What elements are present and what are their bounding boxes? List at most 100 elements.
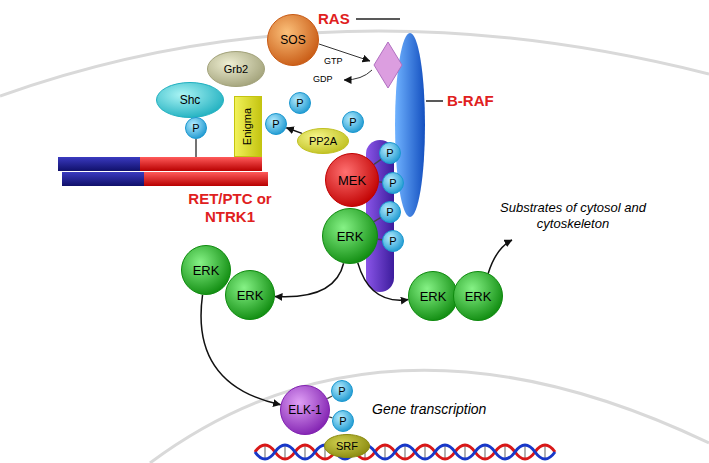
node-label: Enigma: [243, 108, 254, 145]
receptor-bar: [58, 157, 142, 171]
node-label: P: [338, 386, 345, 397]
node-fill: [383, 173, 404, 194]
node-label: ERK: [465, 290, 492, 303]
dna-strand: [255, 445, 555, 459]
node-fill: [186, 118, 207, 139]
gdp-arrow: [344, 70, 372, 80]
bond-line: [379, 181, 382, 183]
node-label: ERK: [193, 264, 220, 277]
protein-name: B-RAF: [447, 92, 494, 110]
node-label: Shc: [180, 94, 201, 106]
phosphate-circle: P: [332, 410, 354, 432]
mek-kinase: MEK: [325, 153, 379, 207]
bond-line: [378, 239, 382, 241]
ras-diamond: [374, 42, 402, 88]
node-label: P: [389, 236, 396, 247]
node-fill: [343, 112, 364, 133]
node-label: SRF: [336, 441, 358, 452]
phosphate-circle: P: [382, 172, 404, 194]
erk-kinase: ERK: [408, 271, 458, 321]
node-fill: [290, 93, 311, 114]
note-label: Gene transcription: [372, 401, 486, 418]
node-label: P: [192, 123, 199, 134]
receptor-bar: [144, 172, 268, 186]
node-fill: [326, 154, 379, 207]
node-fill: [298, 129, 349, 154]
cell-membrane: [0, 31, 709, 96]
bond-line: [374, 218, 381, 222]
node-fill: [325, 435, 370, 458]
node-label: P: [349, 117, 356, 128]
note-label: Substrates of cytosol and cytoskeleton: [496, 200, 650, 231]
node-label: ELK-1: [288, 404, 321, 416]
node-label: P: [389, 178, 396, 189]
phosphate-circle: P: [289, 92, 311, 114]
node-fill: [409, 272, 458, 321]
node-label: P: [296, 98, 303, 109]
node-fill: [226, 271, 275, 320]
node-fill: [380, 143, 401, 164]
leader-line: [356, 18, 400, 20]
srf-factor: SRF: [324, 434, 370, 458]
node-label: ERK: [237, 289, 264, 302]
shc-protein: Shc: [156, 82, 224, 118]
phosphate-circle: P: [331, 380, 353, 402]
node-label: Grb2: [224, 64, 248, 75]
phosphate-circle: P: [379, 201, 401, 223]
pp2a-protein: PP2A: [297, 128, 349, 154]
node-fill: [332, 381, 353, 402]
node-fill: [383, 231, 404, 252]
dna-rungs: [265, 446, 545, 458]
erk-kinase: ERK: [453, 271, 503, 321]
elk1-factor: ELK-1: [280, 385, 330, 435]
sos-protein: SOS: [267, 14, 319, 66]
node-fill: [454, 272, 503, 321]
nucleotide-label: GDP: [313, 74, 333, 85]
bond-line: [374, 159, 381, 164]
node-label: SOS: [280, 34, 305, 46]
bond-line: [327, 396, 332, 399]
phosphate-circle: P: [185, 117, 207, 139]
node-label: MEK: [338, 174, 366, 187]
dna-strand: [255, 445, 555, 459]
node-fill: [281, 386, 330, 435]
substrate-arrow: [488, 240, 512, 274]
node-fill: [333, 411, 354, 432]
node-label: ERK: [420, 290, 447, 303]
node-label: P: [386, 207, 393, 218]
phosphate-circle: P: [382, 230, 404, 252]
node-fill: [235, 97, 262, 157]
signal-arrow: [275, 263, 344, 297]
bond-line: [329, 416, 332, 418]
erk-kinase: ERK: [322, 208, 378, 264]
signal-arrow: [286, 128, 302, 134]
bond-line: [195, 139, 197, 157]
node-fill: [182, 246, 231, 295]
enigma-protein: Enigma: [234, 96, 262, 157]
node-label: PP2A: [309, 136, 337, 147]
nuclear-membrane: [150, 370, 709, 463]
receptor-name: RET/PTC or NTRK1: [186, 190, 274, 226]
node-fill: [157, 83, 224, 118]
grb2-protein: Grb2: [207, 51, 265, 87]
phosphate-circle: P: [342, 111, 364, 133]
node-label: P: [272, 119, 279, 130]
phosphate-circle: P: [379, 142, 401, 164]
node-fill: [268, 15, 319, 66]
nucleotide-label: GTP: [324, 56, 343, 67]
node-label: ERK: [337, 230, 364, 243]
signal-arrow: [358, 263, 408, 300]
receptor-bar: [62, 172, 146, 186]
node-fill: [208, 52, 265, 87]
phosphate-circle: P: [265, 113, 287, 135]
protein-name: RAS: [318, 10, 350, 28]
node-fill: [323, 209, 378, 264]
node-fill: [266, 114, 287, 135]
receptor-bar: [140, 157, 262, 171]
node-fill: [380, 202, 401, 223]
leader-line: [426, 100, 443, 102]
node-label: P: [386, 148, 393, 159]
node-label: P: [339, 416, 346, 427]
erk-kinase: ERK: [181, 245, 231, 295]
erk-kinase: ERK: [225, 270, 275, 320]
